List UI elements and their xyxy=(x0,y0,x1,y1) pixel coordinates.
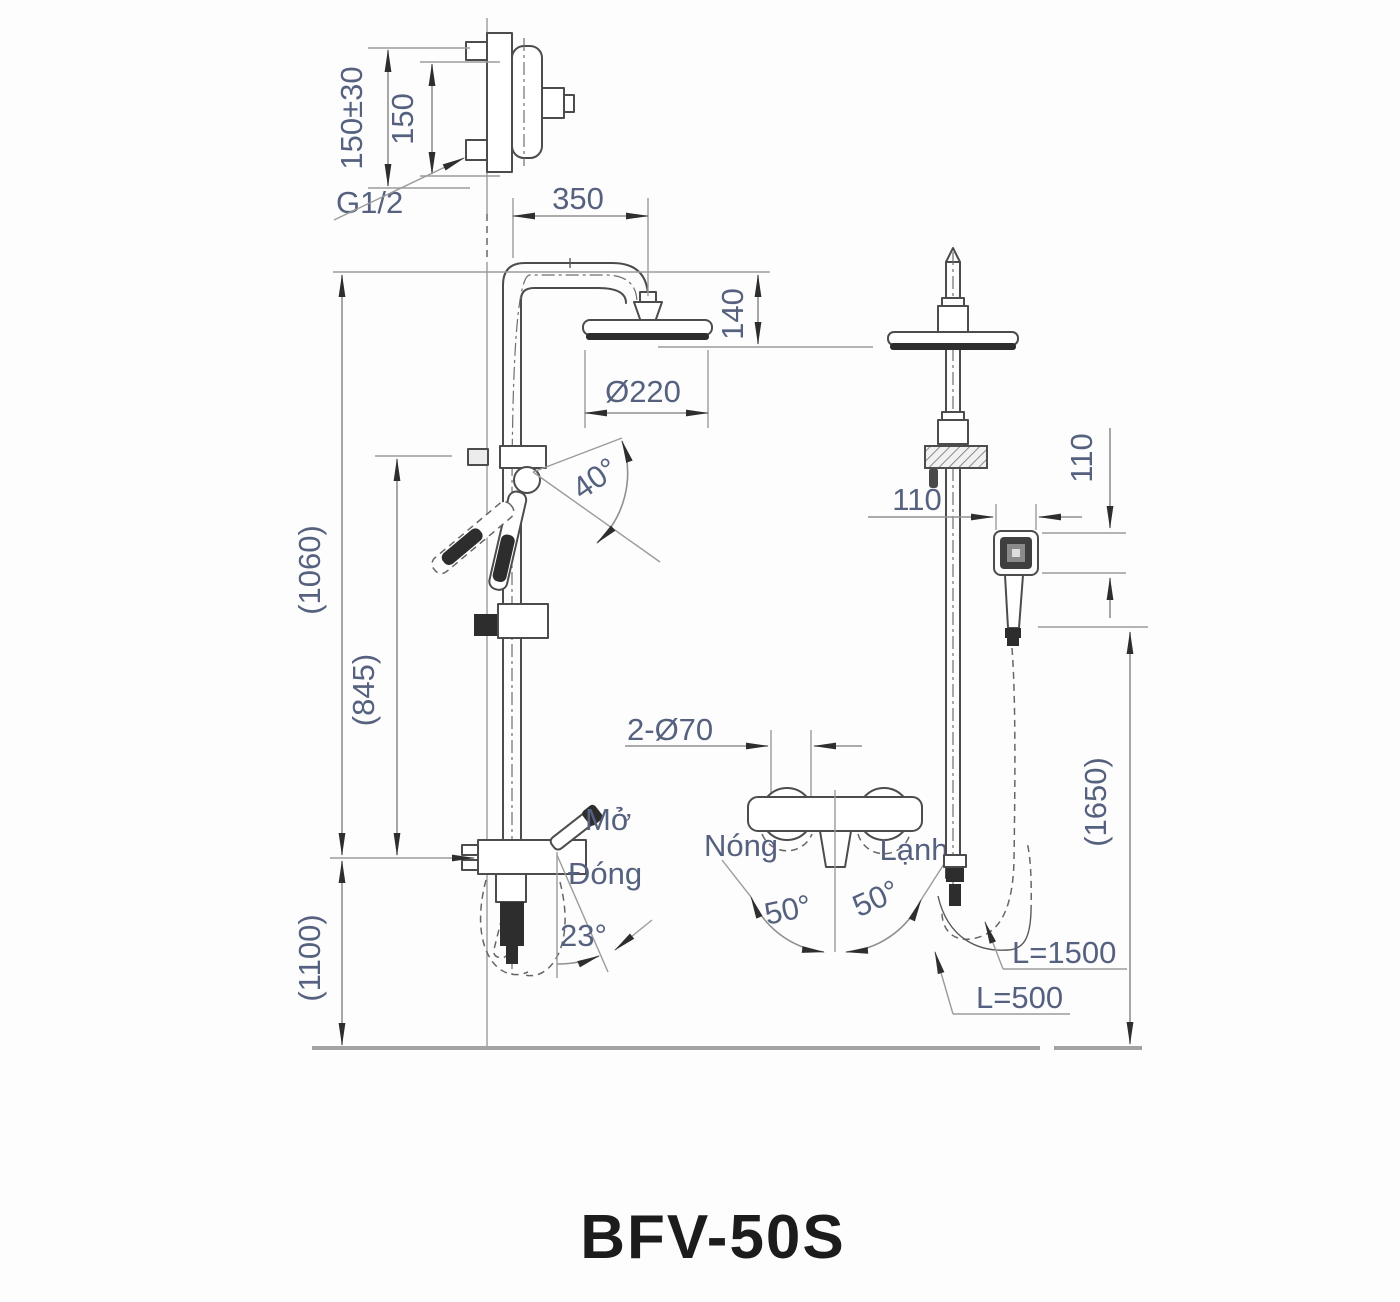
mixer-hose xyxy=(937,895,1032,951)
dim-column-height: (1060) xyxy=(292,525,327,615)
dim-50-right-arc xyxy=(845,899,922,954)
lower-inlet-nut xyxy=(465,139,488,161)
mixer-body-front xyxy=(477,839,587,875)
diverter-side xyxy=(937,419,969,445)
spout-body xyxy=(495,873,527,903)
mixer-lever xyxy=(549,804,603,851)
dim-hole-spec: 2-Ø70 xyxy=(627,712,713,747)
handle-close-label: Đóng xyxy=(568,856,642,891)
valve-detail-view: 150±30 150 G1/2 xyxy=(333,18,575,260)
dim-head-diameter: Ø220 xyxy=(605,374,681,409)
valve-body xyxy=(486,32,513,173)
dim-spout-angle: 23° xyxy=(560,918,607,953)
front-view: 350 140 Ø220 40° xyxy=(292,181,873,1048)
hose-holder xyxy=(497,603,549,639)
slide-bracket-side xyxy=(924,445,988,469)
dim-slidebar-height: (845) xyxy=(346,654,381,726)
hose-short-label: L=500 xyxy=(976,980,1063,1015)
side-view: 110 110 (1650) L=1500 L=500 xyxy=(868,247,1148,1045)
rain-head-front xyxy=(582,319,713,336)
dim-23-arc xyxy=(556,955,600,968)
shower-arm-outer xyxy=(502,262,649,299)
dim-handshower-offset: 110 xyxy=(1064,433,1099,482)
dim-40-arc xyxy=(596,440,633,544)
dim-arm-reach: 350 xyxy=(552,181,604,216)
dim-swing-left: 50° xyxy=(761,888,814,932)
mixer-top-view: 2-Ø70 50° 50° Nóng Lạnh xyxy=(625,712,949,954)
hand-shower-handle xyxy=(1004,574,1024,629)
dim-head-drop: 140 xyxy=(715,288,750,340)
valve-knob xyxy=(541,87,565,119)
thread-leader xyxy=(333,157,465,221)
hand-shower-hose xyxy=(941,647,1016,941)
upper-inlet-nut xyxy=(465,41,488,61)
dim-overall-height: (1650) xyxy=(1078,757,1113,847)
hose-main-label: L=1500 xyxy=(1012,935,1116,970)
slide-bracket xyxy=(499,445,547,469)
hand-shower-position-a xyxy=(488,490,528,591)
dim-50-left-arc xyxy=(750,896,825,953)
bracket-pivot xyxy=(513,466,541,494)
dim-swivel-angle: 40° xyxy=(566,451,624,507)
model-title: BFV-50S xyxy=(580,1203,846,1272)
cold-label: Lạnh xyxy=(880,832,949,867)
dim-inlet-spacing: 150 xyxy=(385,93,420,145)
head-nut-side xyxy=(937,305,969,333)
dim-handshower-width: 110 xyxy=(892,482,941,517)
shower-arm-inner xyxy=(520,287,627,304)
handle-open-label: Mở xyxy=(585,802,631,837)
valve-escutcheon xyxy=(511,45,543,159)
dim-wall-offset: 150±30 xyxy=(334,66,369,169)
dim-mixer-mount-height: (1100) xyxy=(292,914,327,1001)
dim-swing-right: 50° xyxy=(847,873,904,924)
hand-shower-position-b xyxy=(431,501,515,575)
hot-label: Nóng xyxy=(704,828,778,863)
